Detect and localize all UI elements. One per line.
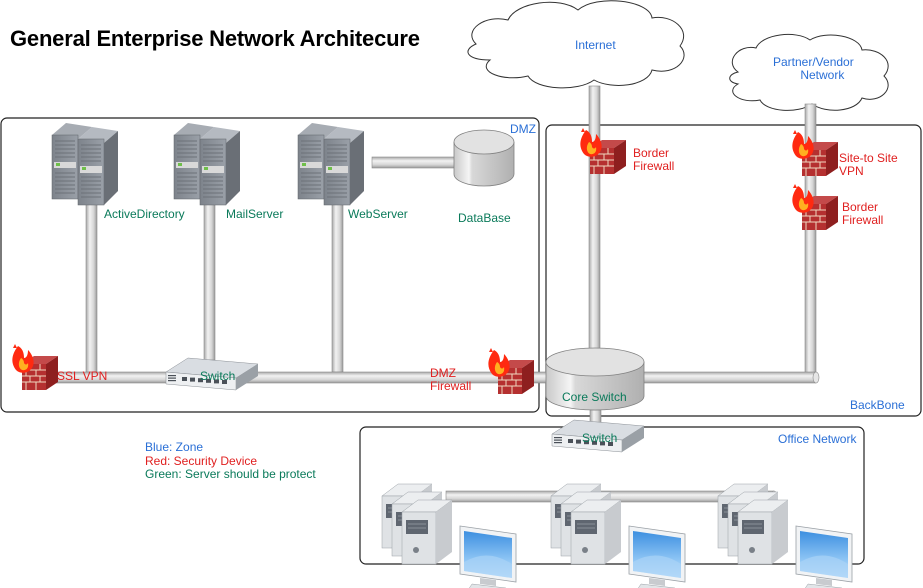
database-label: DataBase — [458, 211, 511, 225]
dmz-firewall-icon — [487, 347, 535, 395]
office-switch-label: Switch — [582, 431, 618, 445]
border-firewall-partner-label-line1: Border — [842, 200, 879, 214]
border-firewall-partner-label: Border Firewall — [842, 201, 883, 227]
dmz-firewall-label-line2: Firewall — [430, 379, 472, 393]
core-switch-icon — [545, 347, 645, 411]
workstation-cluster-icon — [718, 484, 852, 588]
border-firewall-label-line2: Firewall — [633, 159, 675, 173]
site-vpn-label-line1: Site-to Site — [839, 151, 898, 165]
database-icon — [453, 129, 515, 187]
office-zone-label: Office Network — [778, 432, 857, 446]
partner-cloud — [729, 34, 889, 111]
partner-label-line2: Network — [800, 68, 845, 82]
mail-server-label: MailServer — [226, 207, 284, 221]
diagram-title: General Enterprise Network Architecure — [10, 26, 420, 51]
color-legend: Blue: Zone Red: Security Device Green: S… — [145, 440, 316, 482]
internet-cloud — [467, 0, 685, 89]
backbone-zone-label: BackBone — [850, 398, 905, 412]
border-firewall-partner-label-line2: Firewall — [842, 213, 884, 227]
border-firewall-icon — [579, 127, 627, 175]
border-firewall-label-line1: Border — [633, 146, 670, 160]
site-vpn-label-line2: VPN — [839, 164, 864, 178]
web-server-label: WebServer — [348, 207, 408, 221]
ssl-vpn-label: SSL VPN — [57, 369, 108, 383]
active-directory-server-icon — [51, 122, 119, 206]
legend-server: Green: Server should be protect — [145, 467, 316, 481]
dmz-firewall-label-line1: DMZ — [430, 366, 456, 380]
dmz-switch-label: Switch — [200, 369, 236, 383]
mail-server-icon — [173, 122, 241, 206]
partner-network-label: Partner/Vendor Network — [773, 56, 854, 82]
internet-label: Internet — [575, 38, 616, 52]
border-firewall-label: Border Firewall — [633, 147, 674, 173]
active-directory-label: ActiveDirectory — [104, 207, 185, 221]
legend-security-device: Red: Security Device — [145, 453, 258, 468]
backbone-zone — [545, 124, 922, 417]
dmz-zone-label: DMZ — [510, 122, 536, 136]
dmz-zone — [0, 117, 540, 413]
legend-zone: Blue: Zone — [145, 440, 204, 454]
web-server-icon — [297, 122, 365, 206]
ssl-vpn-firewall-icon — [11, 343, 59, 391]
core-switch-label: Core Switch — [562, 390, 627, 404]
partner-label-line1: Partner/Vendor — [773, 55, 854, 69]
site-to-site-vpn-label: Site-to Site VPN — [839, 152, 898, 178]
dmz-firewall-label: DMZ Firewall — [430, 367, 471, 393]
